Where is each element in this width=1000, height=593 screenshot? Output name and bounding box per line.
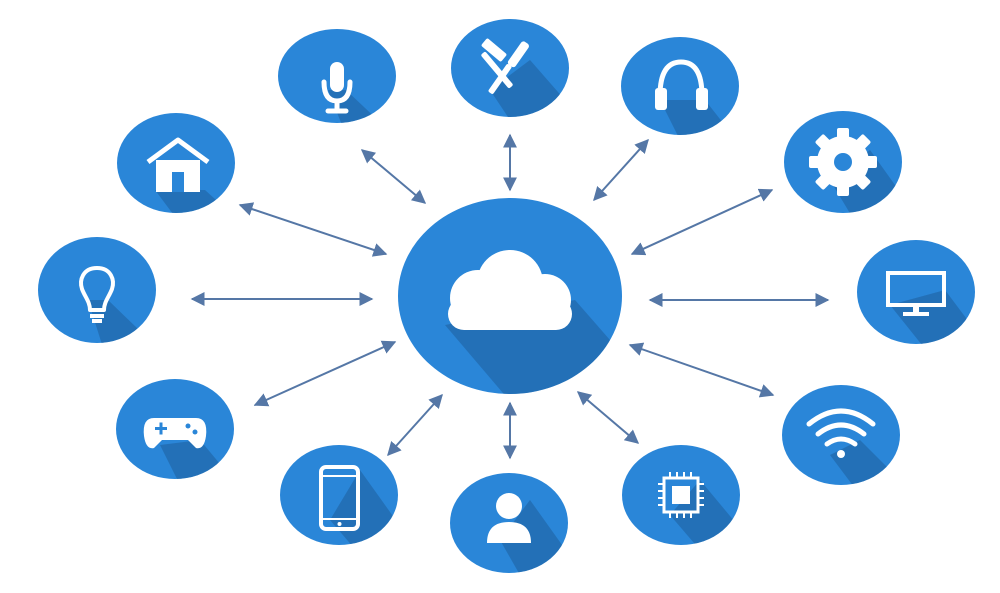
- device-microphone: [278, 29, 396, 123]
- arrow-settings: [630, 188, 774, 256]
- smartphone-icon: [319, 465, 360, 531]
- device-smartphone: [280, 445, 398, 545]
- arrow-chip: [576, 391, 640, 444]
- hub-shadow: [445, 300, 622, 394]
- device-tools: [451, 19, 569, 117]
- monitor-icon: [886, 271, 946, 316]
- arrow-home: [238, 202, 388, 257]
- device-lightbulb: [38, 237, 156, 343]
- microphone-icon: [321, 62, 353, 114]
- arrow-smartphone: [387, 393, 443, 457]
- device-home: [117, 113, 235, 213]
- device-headphones: [621, 37, 739, 135]
- arrow-microphone: [360, 149, 427, 204]
- arrow-headphones: [593, 138, 649, 202]
- cloud-icon: [448, 250, 572, 330]
- user-icon: [487, 493, 531, 543]
- lightbulb-icon: [79, 266, 115, 323]
- device-chip: [622, 445, 740, 545]
- headphones-icon: [655, 59, 708, 110]
- gear-icon: [809, 128, 877, 196]
- connection-arrows: [190, 133, 830, 460]
- arrow-gamepad: [253, 340, 397, 407]
- device-monitor: [857, 240, 975, 344]
- cloud-hub: [398, 198, 622, 394]
- wifi-icon: [806, 408, 876, 458]
- device-wifi: [782, 385, 900, 485]
- arrow-wifi: [628, 342, 775, 398]
- device-settings: [784, 111, 902, 213]
- device-user: [450, 473, 568, 573]
- home-icon: [146, 137, 210, 192]
- device-gamepad: [116, 379, 234, 479]
- tools-icon: [481, 38, 529, 94]
- chip-icon: [658, 472, 704, 518]
- gamepad-icon: [143, 418, 207, 449]
